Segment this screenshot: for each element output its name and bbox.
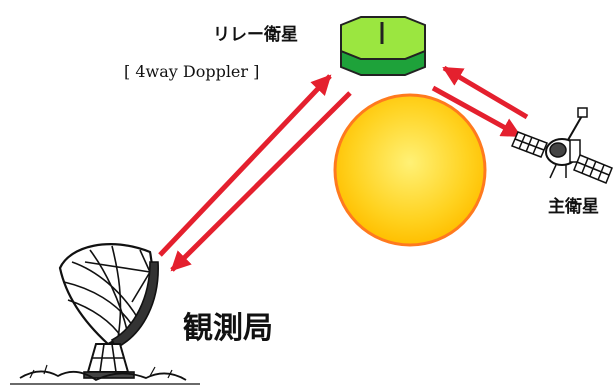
ground-station-label: 観測局 [183,311,273,346]
doppler-mode-label: [ 4way Doppler ] [124,62,260,81]
main-to-relay-arrow [442,65,529,120]
relay-satellite-icon [340,16,426,76]
main-satellite-label: 主衛星 [548,197,599,217]
relay-satellite-label: リレー衛星 [213,25,298,45]
spacecraft-icon [511,107,613,184]
sun-icon [333,93,487,247]
downlink-arrow [170,91,352,272]
relay-to-main-arrow [431,85,522,139]
uplink-arrow [158,74,332,257]
dish-antenna-icon [10,243,200,385]
